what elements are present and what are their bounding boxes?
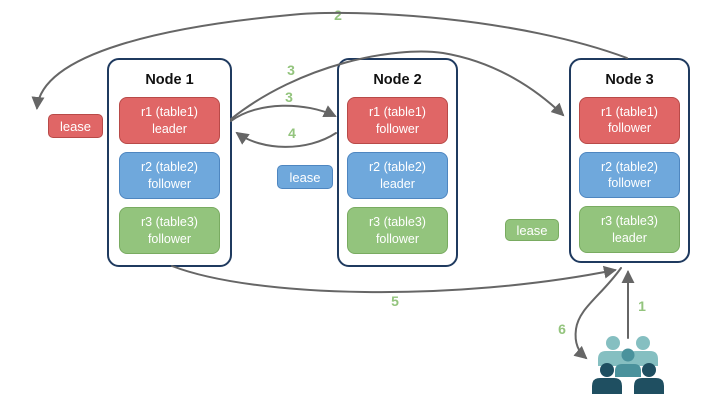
node1-r1-replica: r1 (table1) leader [119,97,220,144]
node3-r3-replica: r3 (table3) leader [579,206,680,254]
node2-title: Node 2 [373,72,422,88]
lease-tag-table2: lease [277,165,333,189]
step-label-1: 1 [638,298,646,314]
users-back-row [598,336,658,366]
replica-name: r3 (table3) [601,214,658,229]
replica-role: follower [147,176,192,191]
node1-title: Node 1 [145,72,194,88]
replica-role: follower [607,176,652,190]
replica-role: follower [147,231,192,246]
replica-role: leader [380,176,415,191]
replica-name: r2 (table2) [601,159,658,174]
arrow-step3-replicate-to-node2 [230,104,337,122]
replica-name: r1 (table1) [141,105,198,120]
node2-box: Node 2 r1 (table1) follower r2 (table2) … [337,58,458,267]
node3-box: Node 3 r1 (table1) follower r2 (table2) … [569,58,690,263]
users-group-icon [592,336,664,394]
lease-tag-table3: lease [505,219,559,241]
replica-name: r3 (table3) [141,215,198,230]
node1-box: Node 1 r1 (table1) leader r2 (table2) fo… [107,58,232,267]
step-label-2: 2 [334,7,342,23]
step-label-6: 6 [558,321,566,337]
replica-name: r3 (table3) [369,215,426,230]
step-label-4: 4 [288,125,296,141]
node1-r3-replica: r3 (table3) follower [119,207,220,254]
replica-name: r2 (table2) [369,160,426,175]
node1-r2-replica: r2 (table2) follower [119,152,220,199]
node2-r3-replica: r3 (table3) follower [347,207,448,254]
node3-r2-replica: r2 (table2) follower [579,151,680,199]
replica-role: leader [612,230,647,245]
node3-r1-replica: r1 (table1) follower [579,97,680,144]
node2-r1-replica: r1 (table1) follower [347,97,448,144]
step-label-3b: 3 [285,89,293,105]
replica-name: r1 (table1) [369,105,426,120]
replica-role: follower [607,121,652,136]
arrow-step5-forward-to-node3 [171,265,617,294]
replica-role: follower [375,231,420,246]
replica-role: leader [152,121,187,136]
node2-r2-replica: r2 (table2) leader [347,152,448,199]
replica-name: r2 (table2) [141,160,198,175]
step-label-3a: 3 [287,62,295,78]
replica-name: r1 (table1) [601,105,658,120]
step-label-5: 5 [391,293,399,309]
arrow-step4-ack-to-leader [235,131,337,148]
user-middle [615,348,641,377]
users-front-row [592,363,664,394]
node3-title: Node 3 [605,72,654,88]
lease-tag-table1: lease [48,114,103,138]
replica-role: follower [375,121,420,136]
